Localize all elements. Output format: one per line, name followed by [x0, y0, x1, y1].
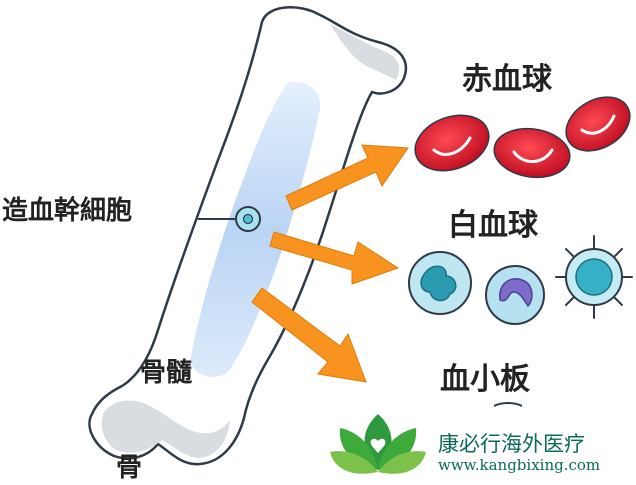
white-blood-cells-label: 白血球 — [448, 208, 538, 243]
marrow-label: 骨髓 — [140, 358, 193, 388]
stem-cell-label: 造血幹細胞 — [2, 196, 133, 226]
stem-cell-icon — [235, 206, 261, 232]
platelets-label: 血小板 — [440, 362, 530, 397]
white-blood-cell-icon — [555, 235, 633, 319]
watermark-url: www.kangbixing.com — [438, 456, 601, 474]
logo-lotus-icon — [330, 414, 426, 474]
platelet-icon — [493, 402, 523, 407]
red-blood-cell-icon — [414, 114, 490, 172]
arrow-to-platelets — [251, 287, 367, 383]
white-blood-cell-icon — [485, 265, 545, 325]
arrow-to-red-cells — [285, 144, 409, 211]
bone-shade-top — [330, 24, 400, 80]
white-blood-cell-icon — [408, 251, 472, 315]
bone-shade-bottom — [101, 400, 230, 458]
bone-illustration — [88, 6, 408, 466]
bone-label: 骨 — [116, 453, 143, 483]
red-blood-cells-label: 赤血球 — [462, 62, 552, 97]
watermark-name: 康必行海外医疗 — [438, 432, 585, 456]
arrow-to-white-cells — [269, 231, 400, 285]
red-blood-cell-icon — [493, 127, 571, 179]
red-blood-cell-icon — [565, 96, 631, 152]
